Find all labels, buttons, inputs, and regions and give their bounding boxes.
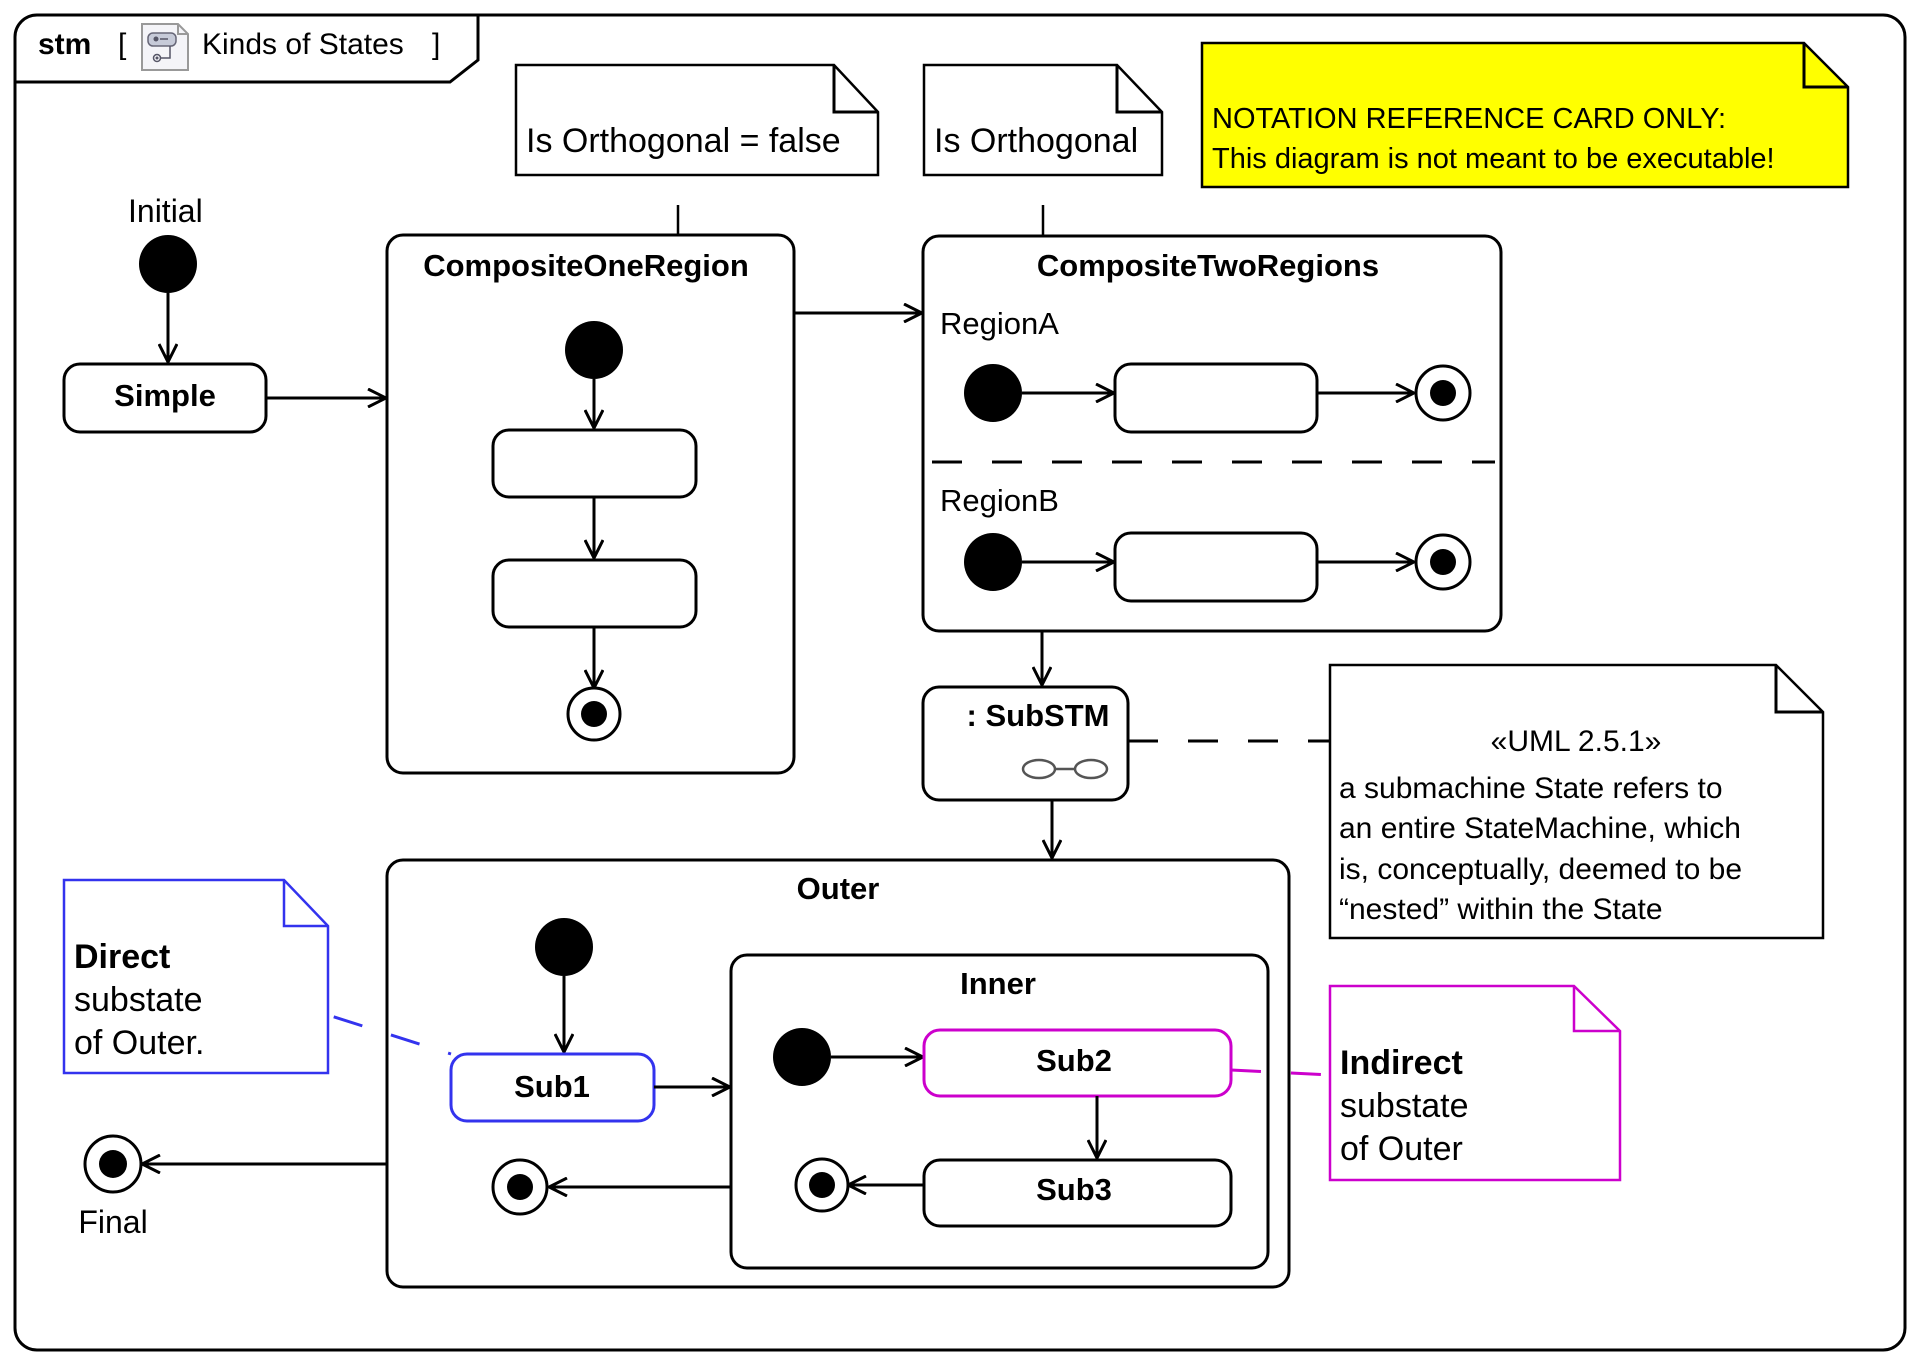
- initial-pseudostate: [565, 321, 623, 379]
- state-composite-one-region[interactable]: CompositeOneRegion: [385, 233, 796, 775]
- state-unnamed[interactable]: [1113, 362, 1319, 434]
- svg-text:Sub2: Sub2: [1036, 1043, 1112, 1078]
- region-b-label: RegionB: [940, 483, 1059, 518]
- svg-text:CompositeOneRegion: CompositeOneRegion: [423, 248, 749, 283]
- state-machine-diagram-icon: [141, 23, 189, 71]
- svg-text:a submachine State refers to: a submachine State refers to: [1339, 772, 1723, 805]
- state-unnamed[interactable]: [491, 428, 698, 499]
- frame-bracket-close: ]: [432, 28, 440, 61]
- initial-pseudostate: [139, 235, 197, 293]
- frame-header-tab: [15, 15, 480, 84]
- submachine-icon: [1021, 758, 1109, 780]
- svg-text:Sub1: Sub1: [514, 1069, 590, 1104]
- initial-pseudostate: [964, 533, 1022, 591]
- region-a-label: RegionA: [940, 306, 1059, 341]
- initial-label: Initial: [128, 193, 203, 229]
- initial-pseudostate: [773, 1028, 831, 1086]
- initial-pseudostate: [535, 918, 593, 976]
- svg-text:of Outer: of Outer: [1340, 1130, 1463, 1168]
- state-sub1[interactable]: Sub1: [449, 1052, 656, 1123]
- svg-text:Indirect: Indirect: [1340, 1044, 1463, 1082]
- state-sub2[interactable]: Sub2: [922, 1028, 1233, 1098]
- svg-text:: SubSTM: : SubSTM: [967, 698, 1110, 733]
- svg-text:Outer: Outer: [797, 871, 880, 906]
- note-indirect-substate: Indirect substate of Outer: [1328, 984, 1622, 1182]
- state-sub3[interactable]: Sub3: [922, 1158, 1233, 1228]
- svg-text:Is Orthogonal = false: Is Orthogonal = false: [526, 122, 841, 160]
- svg-text:Inner: Inner: [960, 966, 1036, 1001]
- svg-text:Direct: Direct: [74, 938, 170, 976]
- note-orthogonal-false: Is Orthogonal = false: [514, 63, 880, 177]
- svg-text:«UML 2.5.1»: «UML 2.5.1»: [1491, 725, 1662, 758]
- diagram-frame: [13, 13, 1907, 1352]
- final-state: [491, 1158, 549, 1216]
- note-reference-card: NOTATION REFERENCE CARD ONLY: This diagr…: [1200, 41, 1850, 189]
- frame-title: Kinds of States: [202, 28, 404, 61]
- note-anchor-line: [327, 1013, 452, 1056]
- final-label: Final: [78, 1204, 147, 1240]
- svg-text:NOTATION REFERENCE CARD ONLY:: NOTATION REFERENCE CARD ONLY:: [1212, 103, 1726, 135]
- final-state: [1414, 533, 1472, 591]
- final-state: [1414, 364, 1472, 422]
- note-direct-substate: Direct substate of Outer.: [62, 878, 330, 1075]
- svg-text:Sub3: Sub3: [1036, 1172, 1112, 1207]
- final-state: [794, 1157, 850, 1213]
- frame-kind: stm: [38, 28, 91, 61]
- svg-text:Simple: Simple: [114, 378, 216, 413]
- svg-text:is, conceptually, deemed to be: is, conceptually, deemed to be: [1339, 853, 1742, 886]
- svg-text:substate: substate: [1340, 1087, 1469, 1125]
- svg-text:Is Orthogonal: Is Orthogonal: [934, 122, 1138, 160]
- state-unnamed[interactable]: [1113, 531, 1319, 603]
- state-simple[interactable]: Simple: [62, 362, 268, 434]
- final-state: [566, 686, 622, 742]
- state-submachine-substm[interactable]: : SubSTM: [921, 685, 1130, 802]
- note-anchor-line: [1230, 1068, 1331, 1077]
- svg-text:CompositeTwoRegions: CompositeTwoRegions: [1037, 248, 1379, 283]
- note-uml-submachine: «UML 2.5.1» a submachine State refers to…: [1328, 663, 1825, 940]
- frame-bracket-open: [: [118, 28, 127, 61]
- svg-text:“nested” within the State: “nested” within the State: [1339, 893, 1663, 926]
- svg-text:This diagram is not meant to b: This diagram is not meant to be executab…: [1212, 143, 1775, 175]
- state-unnamed[interactable]: [491, 558, 698, 629]
- svg-text:of Outer.: of Outer.: [74, 1024, 204, 1062]
- note-orthogonal-true: Is Orthogonal: [922, 63, 1164, 177]
- svg-text:an entire StateMachine, which: an entire StateMachine, which: [1339, 812, 1741, 845]
- final-state: [83, 1134, 143, 1194]
- initial-pseudostate: [964, 364, 1022, 422]
- svg-text:substate: substate: [74, 981, 203, 1019]
